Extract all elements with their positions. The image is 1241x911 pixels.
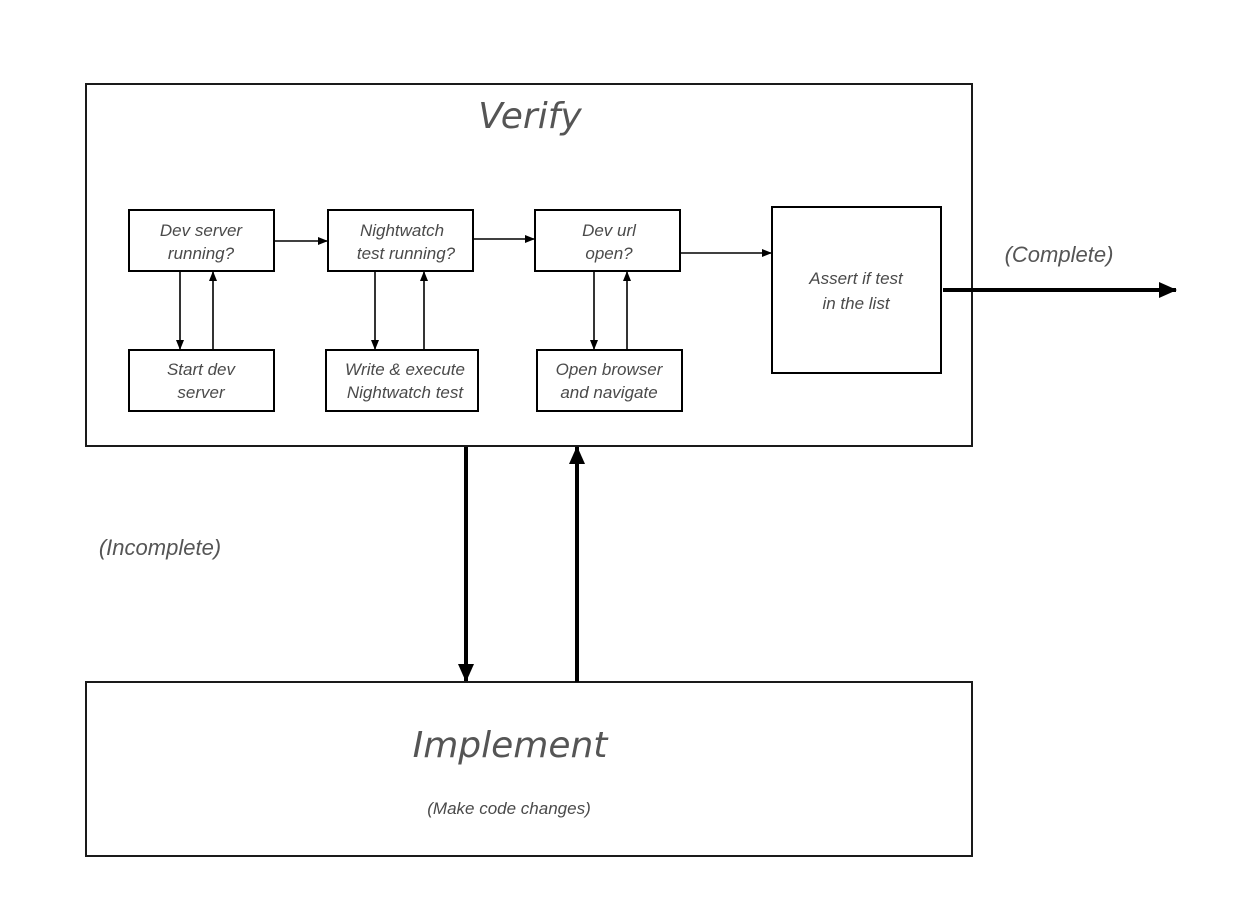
open-browser-line1: Open browser (556, 360, 664, 379)
write-execute-test-line1: Write & execute (345, 360, 465, 379)
open-browser-line2: and navigate (560, 383, 657, 402)
start-dev-server-line2: server (177, 383, 226, 402)
nightwatch-check-box: Nightwatch test running? (327, 209, 474, 272)
start-dev-server-line1: Start dev (167, 360, 237, 379)
write-execute-test-line2: Nightwatch test (347, 383, 464, 402)
assert-test-line1: Assert if test (808, 269, 904, 288)
implement-title: Implement (413, 725, 610, 766)
verify-title: Verify (478, 96, 582, 137)
start-dev-server-box: Start dev server (128, 349, 275, 412)
dev-url-check-line2: open? (585, 244, 633, 263)
assert-test-line2: in the list (822, 294, 890, 313)
write-execute-test-box: Write & execute Nightwatch test (325, 349, 479, 412)
dev-server-check-box: Dev server running? (128, 209, 275, 272)
nightwatch-check-line1: Nightwatch (360, 221, 444, 240)
assert-test-box: Assert if test in the list (771, 206, 942, 374)
incomplete-label: (Incomplete) (99, 535, 221, 560)
complete-label: (Complete) (1005, 242, 1114, 267)
dev-url-check-box: Dev url open? (534, 209, 681, 272)
dev-server-check-line1: Dev server (160, 221, 244, 240)
open-browser-box: Open browser and navigate (536, 349, 683, 412)
implement-container: Implement (Make code changes) (85, 681, 973, 857)
dev-url-check-line1: Dev url (582, 221, 637, 240)
implement-subtitle: (Make code changes) (427, 799, 590, 818)
dev-server-check-line2: running? (168, 244, 235, 263)
nightwatch-check-line2: test running? (357, 244, 456, 263)
